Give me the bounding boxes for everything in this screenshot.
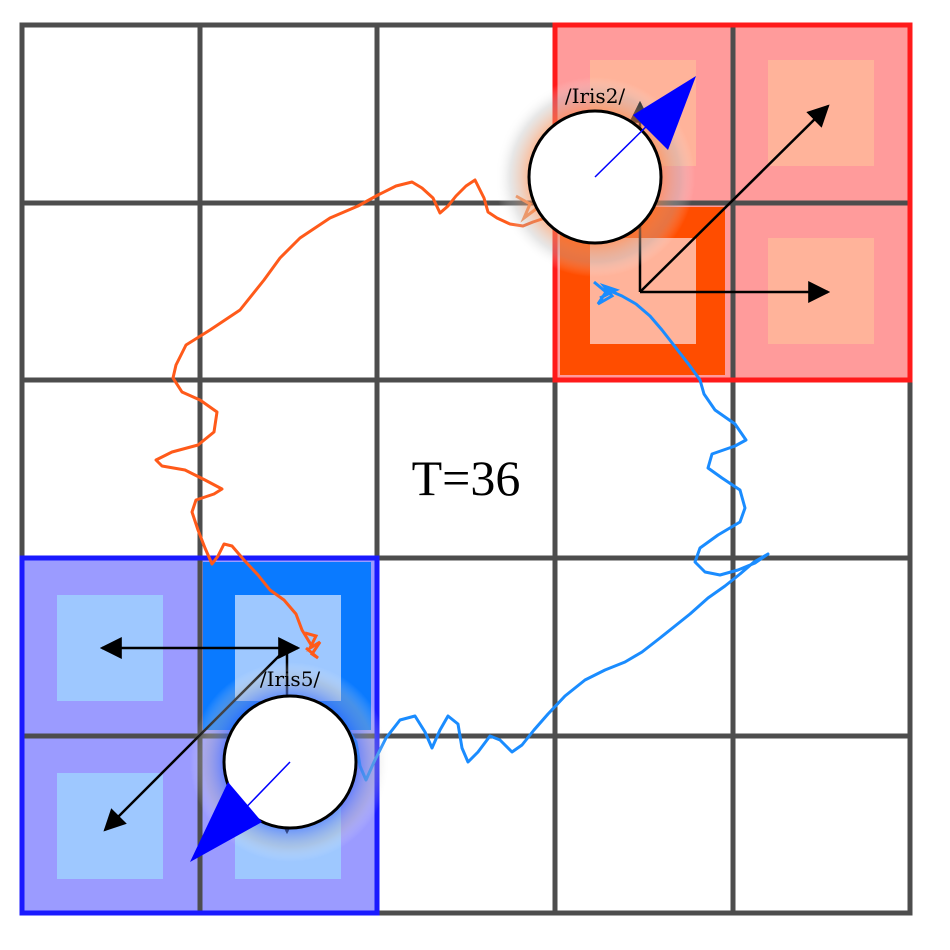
agent-label: /Iris5/ <box>260 667 321 691</box>
heading-arrow-icon <box>190 782 262 862</box>
orange-trajectory <box>154 178 584 649</box>
heading-arrow-icon <box>633 76 696 150</box>
arrow-diagonal-icon <box>639 104 830 293</box>
orange-trajectory-scribble <box>304 631 322 660</box>
grid-border <box>19 22 913 916</box>
agent-iris2[interactable]: /Iris2/ <box>495 76 696 277</box>
blue-trajectory <box>301 288 770 782</box>
time-label: T=36 <box>412 450 521 506</box>
agent-label: /Iris2/ <box>565 84 626 108</box>
blue-trajectory-scribble <box>593 280 620 306</box>
agent-iris5[interactable]: /Iris5/ <box>190 662 390 862</box>
